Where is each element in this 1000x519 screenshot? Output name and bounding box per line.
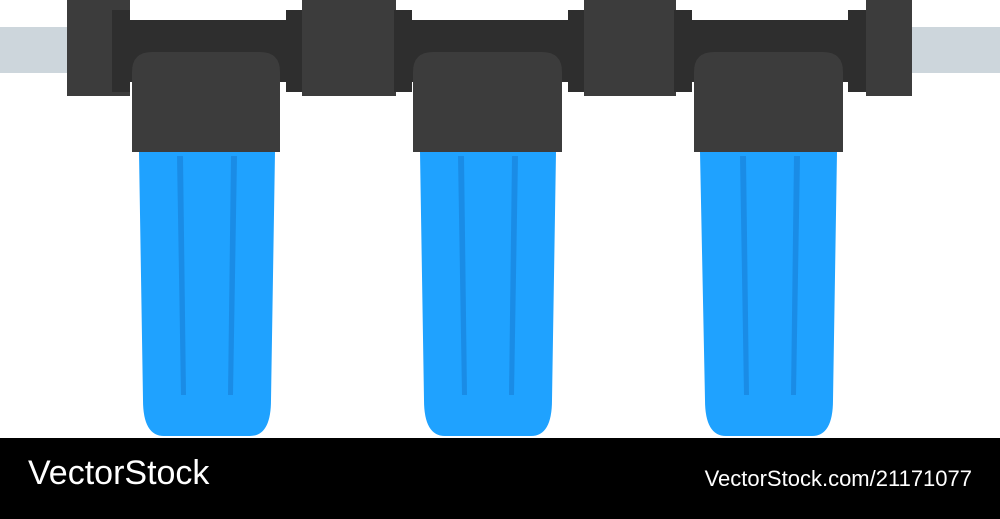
left-end-fitting-collar: [112, 10, 130, 92]
vectorstock-logo: VectorStock: [28, 454, 210, 492]
filter-1-head: [132, 52, 280, 152]
filter-2-head: [413, 52, 562, 152]
filter-3-stripe-left: [740, 156, 749, 395]
filter-unit-1: [132, 52, 280, 436]
filter-2-stripe-left: [458, 156, 467, 395]
coupler-2-collar-left: [568, 10, 586, 92]
filter-unit-3: [694, 52, 843, 436]
coupler-2: [584, 0, 676, 96]
watermark-footer-bar: VectorStock VectorStock.com/21171077: [0, 438, 1000, 519]
inlet-pipe: [0, 27, 70, 73]
filter-2-housing: [420, 152, 556, 436]
coupler-1-collar-right: [394, 10, 412, 92]
image-credit-text: VectorStock.com/21171077: [704, 466, 972, 491]
coupler-1-collar-left: [286, 10, 304, 92]
right-end-fitting-collar: [848, 10, 866, 92]
filter-3-housing: [700, 152, 837, 436]
filter-1-housing: [139, 152, 275, 436]
filter-2-stripe-right: [509, 156, 518, 395]
filter-1-stripe-left: [177, 156, 186, 395]
coupler-1: [302, 0, 350, 96]
filter-unit-2: [413, 52, 562, 436]
water-filter-illustration: [0, 0, 1000, 436]
coupler-2-collar-right: [674, 10, 692, 92]
coupler-1-right: [350, 0, 396, 96]
filter-3-head: [694, 52, 843, 152]
filter-1-stripe-right: [228, 156, 237, 395]
outlet-pipe: [908, 27, 1000, 73]
filter-3-stripe-right: [791, 156, 800, 395]
right-end-fitting: [866, 0, 912, 96]
